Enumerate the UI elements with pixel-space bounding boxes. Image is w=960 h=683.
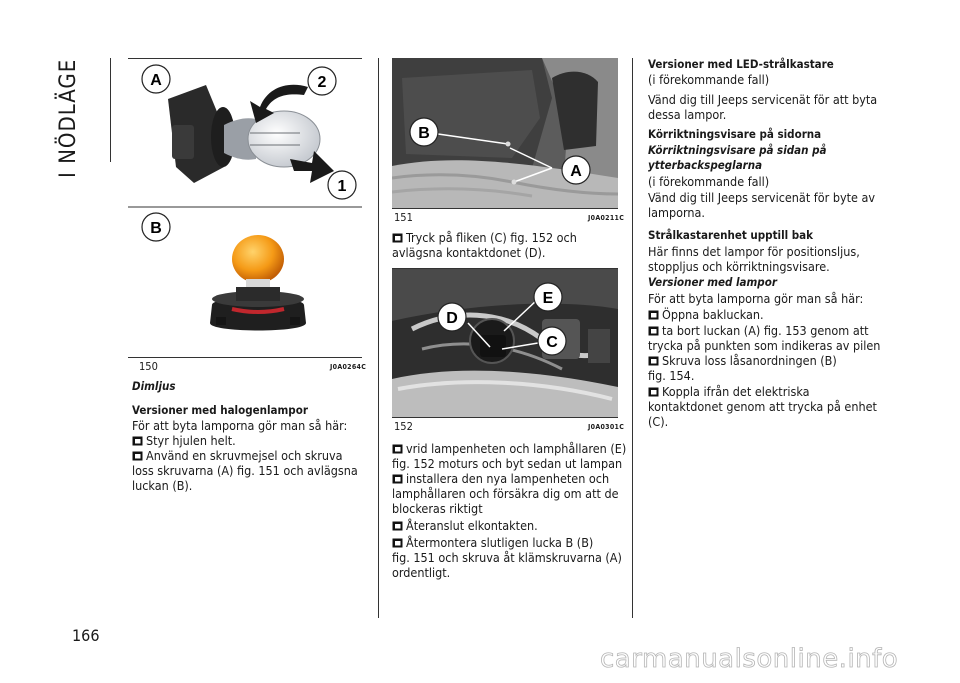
heading-dimljus: Dimljus [132,379,176,393]
fig152-badge-c [537,326,567,356]
heading-halogen: Versioner med halogenlampor [132,403,308,417]
fig151-code: J0A0211C [588,214,625,222]
bullet-icon [132,436,143,446]
col2-bullet-2: vrid lampenheten och lamphållaren (E) [392,441,626,456]
column-divider-2 [632,58,633,618]
fig152-label-c: C [546,334,558,351]
figure-151-illustration: B A [392,58,618,208]
col3-bullet-2: ta bort luckan (A) fig. 153 genom att [648,323,869,338]
heading-rear-lamp: Strålkastarenhet upptill bak [648,228,814,242]
col2-bullet-1: Tryck på fliken (C) fig. 152 och [392,230,577,245]
col3-bullet-4: Koppla ifrån det elektriska [648,384,810,399]
led-para-line1: Vänd dig till Jeeps servicenät för att b… [648,92,878,107]
mirror-note: (i förekommande fall) [648,174,770,189]
mirror-para-line1: Vänd dig till Jeeps servicenät för byte … [648,190,876,205]
col2-bullet-4: Återanslut elkontakten. [392,518,538,533]
figure-152: D E C [392,269,618,417]
col2-bullet-5: Återmontera slutligen lucka B (B) [392,535,593,550]
led-note: (i förekommande fall) [648,72,770,87]
fig151-badge-a [561,155,591,185]
col3-bullet-4-line2: kontaktdonet genom att trycka på enhet [648,399,877,414]
col2-bullet-3-line2: lamphållaren och försäkra dig om att de [392,486,619,501]
bullet-icon [648,310,659,320]
bullet-icon [392,444,403,454]
heading-side-indicators: Körriktningsvisare på sidorna [648,127,822,141]
col3-bullet-2-line2: trycka på punkten som indikeras av pilen [648,338,881,353]
col1-intro: För att byta lamporna gör man så här: [132,418,348,433]
page-number: 166 [72,626,100,645]
rear-para-line1: Här finns det lampor för positionsljus, [648,244,860,259]
fig150-top-rule [128,58,362,59]
col2-bullet-3-line3: blockeras riktigt [392,501,483,516]
fig152-code: J0A0301C [588,423,625,431]
col3-bullet-4-line3: (C). [648,414,669,429]
fig150-badge-2 [307,66,337,96]
fig152-label-d: D [446,310,458,327]
fig150-code: J0A0264C [330,363,367,371]
fig152-number: 152 [394,420,413,433]
col1-bullet-2-line2: loss skruvarna (A) fig. 151 och avlägsna [132,463,358,478]
fig150-badge-a [141,64,171,94]
chapter-title: I NÖDLÄGE [56,58,81,178]
heading-mirror-indicators-line2: ytterbackspeglarna [648,158,763,172]
bullet-icon [648,387,659,397]
led-para-line2: dessa lampor. [648,107,727,122]
col2-bullet-5-line3: ordentligt. [392,565,451,580]
col3-bullet-3: Skruva loss låsanordningen (B) [648,353,837,368]
figure-150: A 2 1 B [128,59,362,357]
fig151-badge-b [409,117,439,147]
fig150-badge-b [141,212,171,242]
fig152-top-rule [392,268,618,269]
col2-bullet-1-line2: avlägsna kontaktdonet (D). [392,245,546,260]
rear-para-line2: stoppljus och körriktningsvisare. [648,259,830,274]
watermark-text: carmanualsonline.info [600,644,899,675]
fig151-label-b: B [418,125,430,142]
figure-150-illustration: A 2 1 B [128,64,362,331]
col1-bullet-1: Styr hjulen helt. [132,433,236,448]
heading-lamp-versions: Versioner med lampor [648,275,777,289]
fig151-number: 151 [394,211,413,224]
fig151-label-a: A [570,163,582,180]
heading-led: Versioner med LED-strålkastare [648,57,834,71]
bullet-icon [392,538,403,548]
col2-bullet-3: installera den nya lampenheten och [392,471,609,486]
fig150-label-a: A [150,72,162,89]
fig150-label-1: 1 [338,178,347,195]
bullet-icon [648,356,659,366]
col2-bullet-5-line2: fig. 151 och skruva åt klämskruvarna (A) [392,550,622,565]
fig152-bottom-rule [392,417,618,418]
bullet-icon [648,326,659,336]
fig150-badge-1 [327,170,357,200]
col2-bullet-2-line2: fig. 152 moturs och byt sedan ut lampan [392,456,623,471]
figure-151: B A [392,58,618,208]
fig152-badge-e [533,282,563,312]
column-divider-1 [378,58,379,618]
fig150-label-b: B [150,220,162,237]
bullet-icon [392,474,403,484]
bullet-icon [132,451,143,461]
lamp-intro: För att byta lamporna gör man så här: [648,291,864,306]
figure-152-illustration: D E C [392,269,618,417]
col3-bullet-1: Öppna bakluckan. [648,307,764,322]
col3-bullet-3-line2: fig. 154. [648,368,695,383]
bullet-icon [392,521,403,531]
heading-mirror-indicators-line1: Körriktningsvisare på sidan på [648,143,827,157]
chapter-title-rule [110,58,111,162]
col1-bullet-2-line3: luckan (B). [132,478,193,493]
fig152-label-e: E [543,290,554,307]
fig150-number: 150 [139,360,158,373]
fig151-bottom-rule [392,208,618,209]
col1-bullet-2: Använd en skruvmejsel och skruva [132,448,343,463]
fig152-badge-d [437,302,467,332]
fig150-bottom-rule [128,357,362,358]
bullet-icon [392,233,403,243]
fig150-label-2: 2 [318,74,327,91]
mirror-para-line2: lamporna. [648,205,705,220]
